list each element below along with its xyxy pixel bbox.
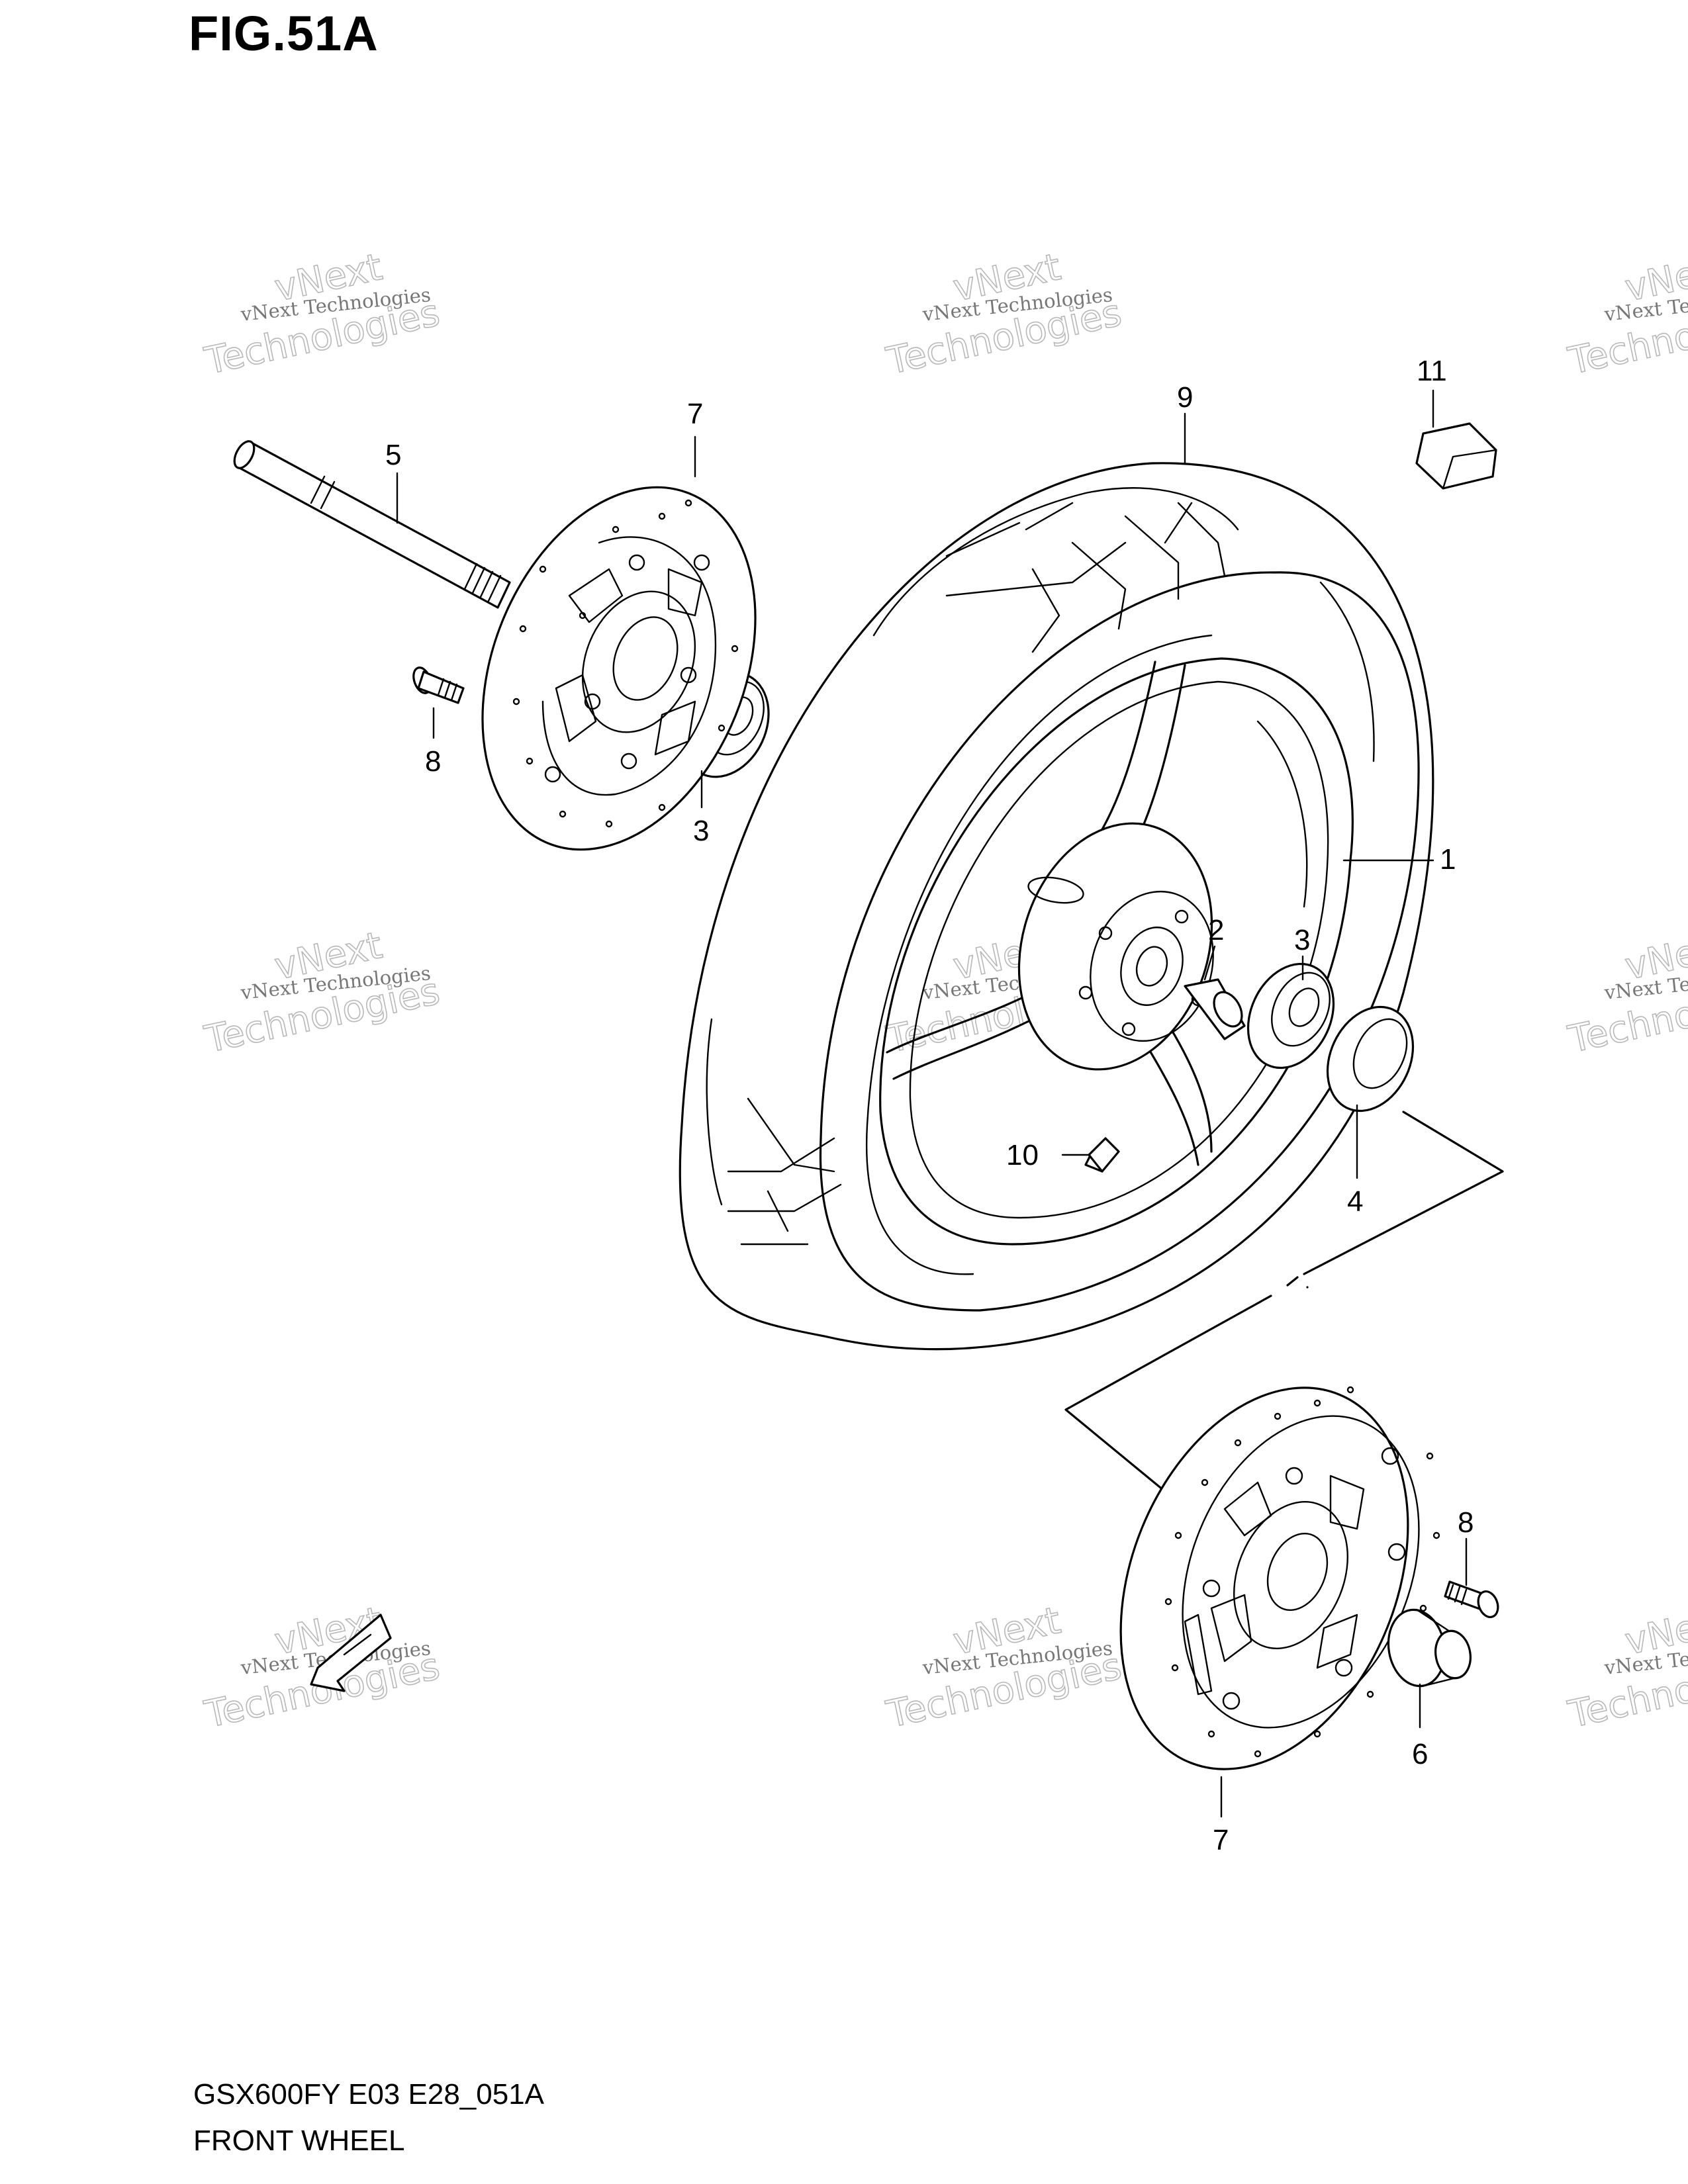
watermark-bottom-right: vNext vNext Technologies Technologies [1564, 1598, 1688, 1737]
front-axle [233, 440, 511, 609]
watermark-top-right: vNext vNext Technologies Technologies [1564, 245, 1688, 383]
collar [1387, 1608, 1472, 1688]
dust-seal [1326, 1005, 1415, 1113]
assembly-boundary-lines [1064, 1111, 1504, 1504]
brake-disc-upper [481, 486, 757, 851]
tire [679, 462, 1434, 1351]
callout-3-left: 3 [693, 815, 709, 847]
disc-bolt-upper [412, 666, 465, 704]
spacer [1184, 978, 1246, 1040]
figure-name: FRONT WHEEL [193, 2124, 405, 2157]
tire-valve [1084, 1137, 1120, 1173]
watermark-top-center: vNext vNext Technologies Technologies [882, 245, 1126, 383]
callout-2: 2 [1208, 914, 1224, 946]
callout-4: 4 [1347, 1185, 1363, 1218]
callout-7-upper: 7 [687, 398, 703, 430]
callout-1: 1 [1440, 843, 1456, 876]
leader-lines [396, 389, 1468, 1818]
watermark-mid-left: vNext vNext Technologies Technologies [201, 923, 444, 1062]
forward-arrow-icon [310, 1614, 392, 1692]
figure-title: FIG.51A [189, 6, 379, 61]
callout-11: 11 [1417, 355, 1447, 387]
callout-5: 5 [385, 439, 401, 471]
callout-3-right: 3 [1294, 924, 1310, 956]
callout-10: 10 [1006, 1139, 1039, 1171]
model-code: GSX600FY E03 E28_051A [193, 2078, 545, 2111]
brake-disc-lower [1119, 1386, 1440, 1770]
watermark-top-left: vNext vNext Technologies Technologies [201, 245, 444, 383]
watermark-mid-right: vNext vNext Technologies Technologies [1564, 923, 1688, 1062]
wheel-rim [879, 657, 1354, 1246]
callout-8-lower: 8 [1458, 1506, 1474, 1539]
callout-8-upper: 8 [425, 745, 441, 778]
disc-bolt-lower [1444, 1580, 1499, 1618]
callout-7-lower: 7 [1213, 1824, 1229, 1856]
callout-9: 9 [1177, 381, 1193, 414]
balance-weight [1415, 422, 1497, 490]
bearing-right [1246, 962, 1335, 1069]
watermark-bottom-center: vNext vNext Technologies Technologies [882, 1598, 1126, 1737]
callout-6: 6 [1412, 1738, 1428, 1770]
